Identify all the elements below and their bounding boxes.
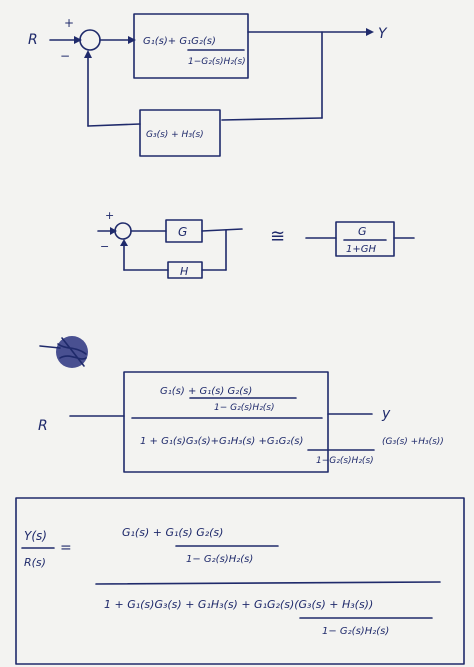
result-denominator-sub: 1− G₂(s)H₂(s) (322, 626, 389, 637)
forward-block (133, 13, 249, 79)
equals-sign: = (60, 540, 72, 556)
equivalence-sign: ≅ (270, 226, 285, 247)
summing-junction (79, 29, 101, 51)
minus-sign: − (60, 49, 70, 63)
result-numerator-line2: 1− G₂(s)H₂(s) (186, 554, 253, 565)
numerator-line2: 1− G₂(s)H₂(s) (214, 403, 275, 413)
forward-denominator: 1−G₂(s)H₂(s) (188, 57, 246, 67)
result-denominator-main: 1 + G₁(s)G₃(s) + G₁H₃(s) + G₁G₂(s)(G₃(s)… (104, 598, 373, 611)
block-diagram-2: + − G H ≅ G 1+GH (97, 209, 415, 279)
final-transfer-function: Y(s) R(s) = G₁(s) + G₁(s) G₂(s) 1− G₂(s)… (15, 497, 465, 665)
summing-junction-2 (114, 222, 132, 240)
output-label-y: Y (378, 26, 388, 42)
denominator-main: 1 + G₁(s)G₃(s)+G₁H₃(s) +G₁G₂(s) (140, 436, 303, 447)
combined-block (123, 371, 329, 473)
h-label: H (180, 265, 188, 278)
denominator-paren: (G₃(s) +H₃(s)) (382, 437, 444, 447)
ink-scribble (39, 336, 88, 368)
output-label-y-3: y (381, 406, 391, 422)
input-label-r: R (28, 32, 38, 48)
equivalent-block (335, 221, 395, 257)
numerator-line1: G₁(s) + G₁(s) G₂(s) (160, 386, 252, 397)
plus-sign: + (64, 16, 74, 30)
g-label: G (178, 225, 187, 239)
feedback-label: G₃(s) + H₃(s) (146, 130, 204, 140)
forward-numerator: G₁(s)+ G₁G₂(s) (143, 36, 216, 47)
equivalent-numerator: G (358, 225, 367, 238)
result-numerator-line1: G₁(s) + G₁(s) G₂(s) (122, 526, 223, 539)
block-diagram-3: R G₁(s) + G₁(s) G₂(s) 1− G₂(s)H₂(s) 1 + … (38, 371, 444, 473)
lhs-denominator: R(s) (24, 556, 46, 569)
lhs-numerator: Y(s) (24, 529, 47, 543)
feedback-block (139, 109, 221, 157)
input-label-r-3: R (38, 418, 48, 434)
minus-sign-2: − (100, 240, 109, 253)
plus-sign-2: + (105, 209, 114, 222)
equivalent-denominator: 1+GH (346, 244, 376, 255)
denominator-sub: 1−G₂(s)H₂(s) (316, 456, 374, 466)
block-diagram-1: R + − G₁(s)+ G₁G₂(s) 1−G₂(s)H₂(s) Y G₃(s… (28, 13, 388, 157)
result-box (15, 497, 465, 665)
